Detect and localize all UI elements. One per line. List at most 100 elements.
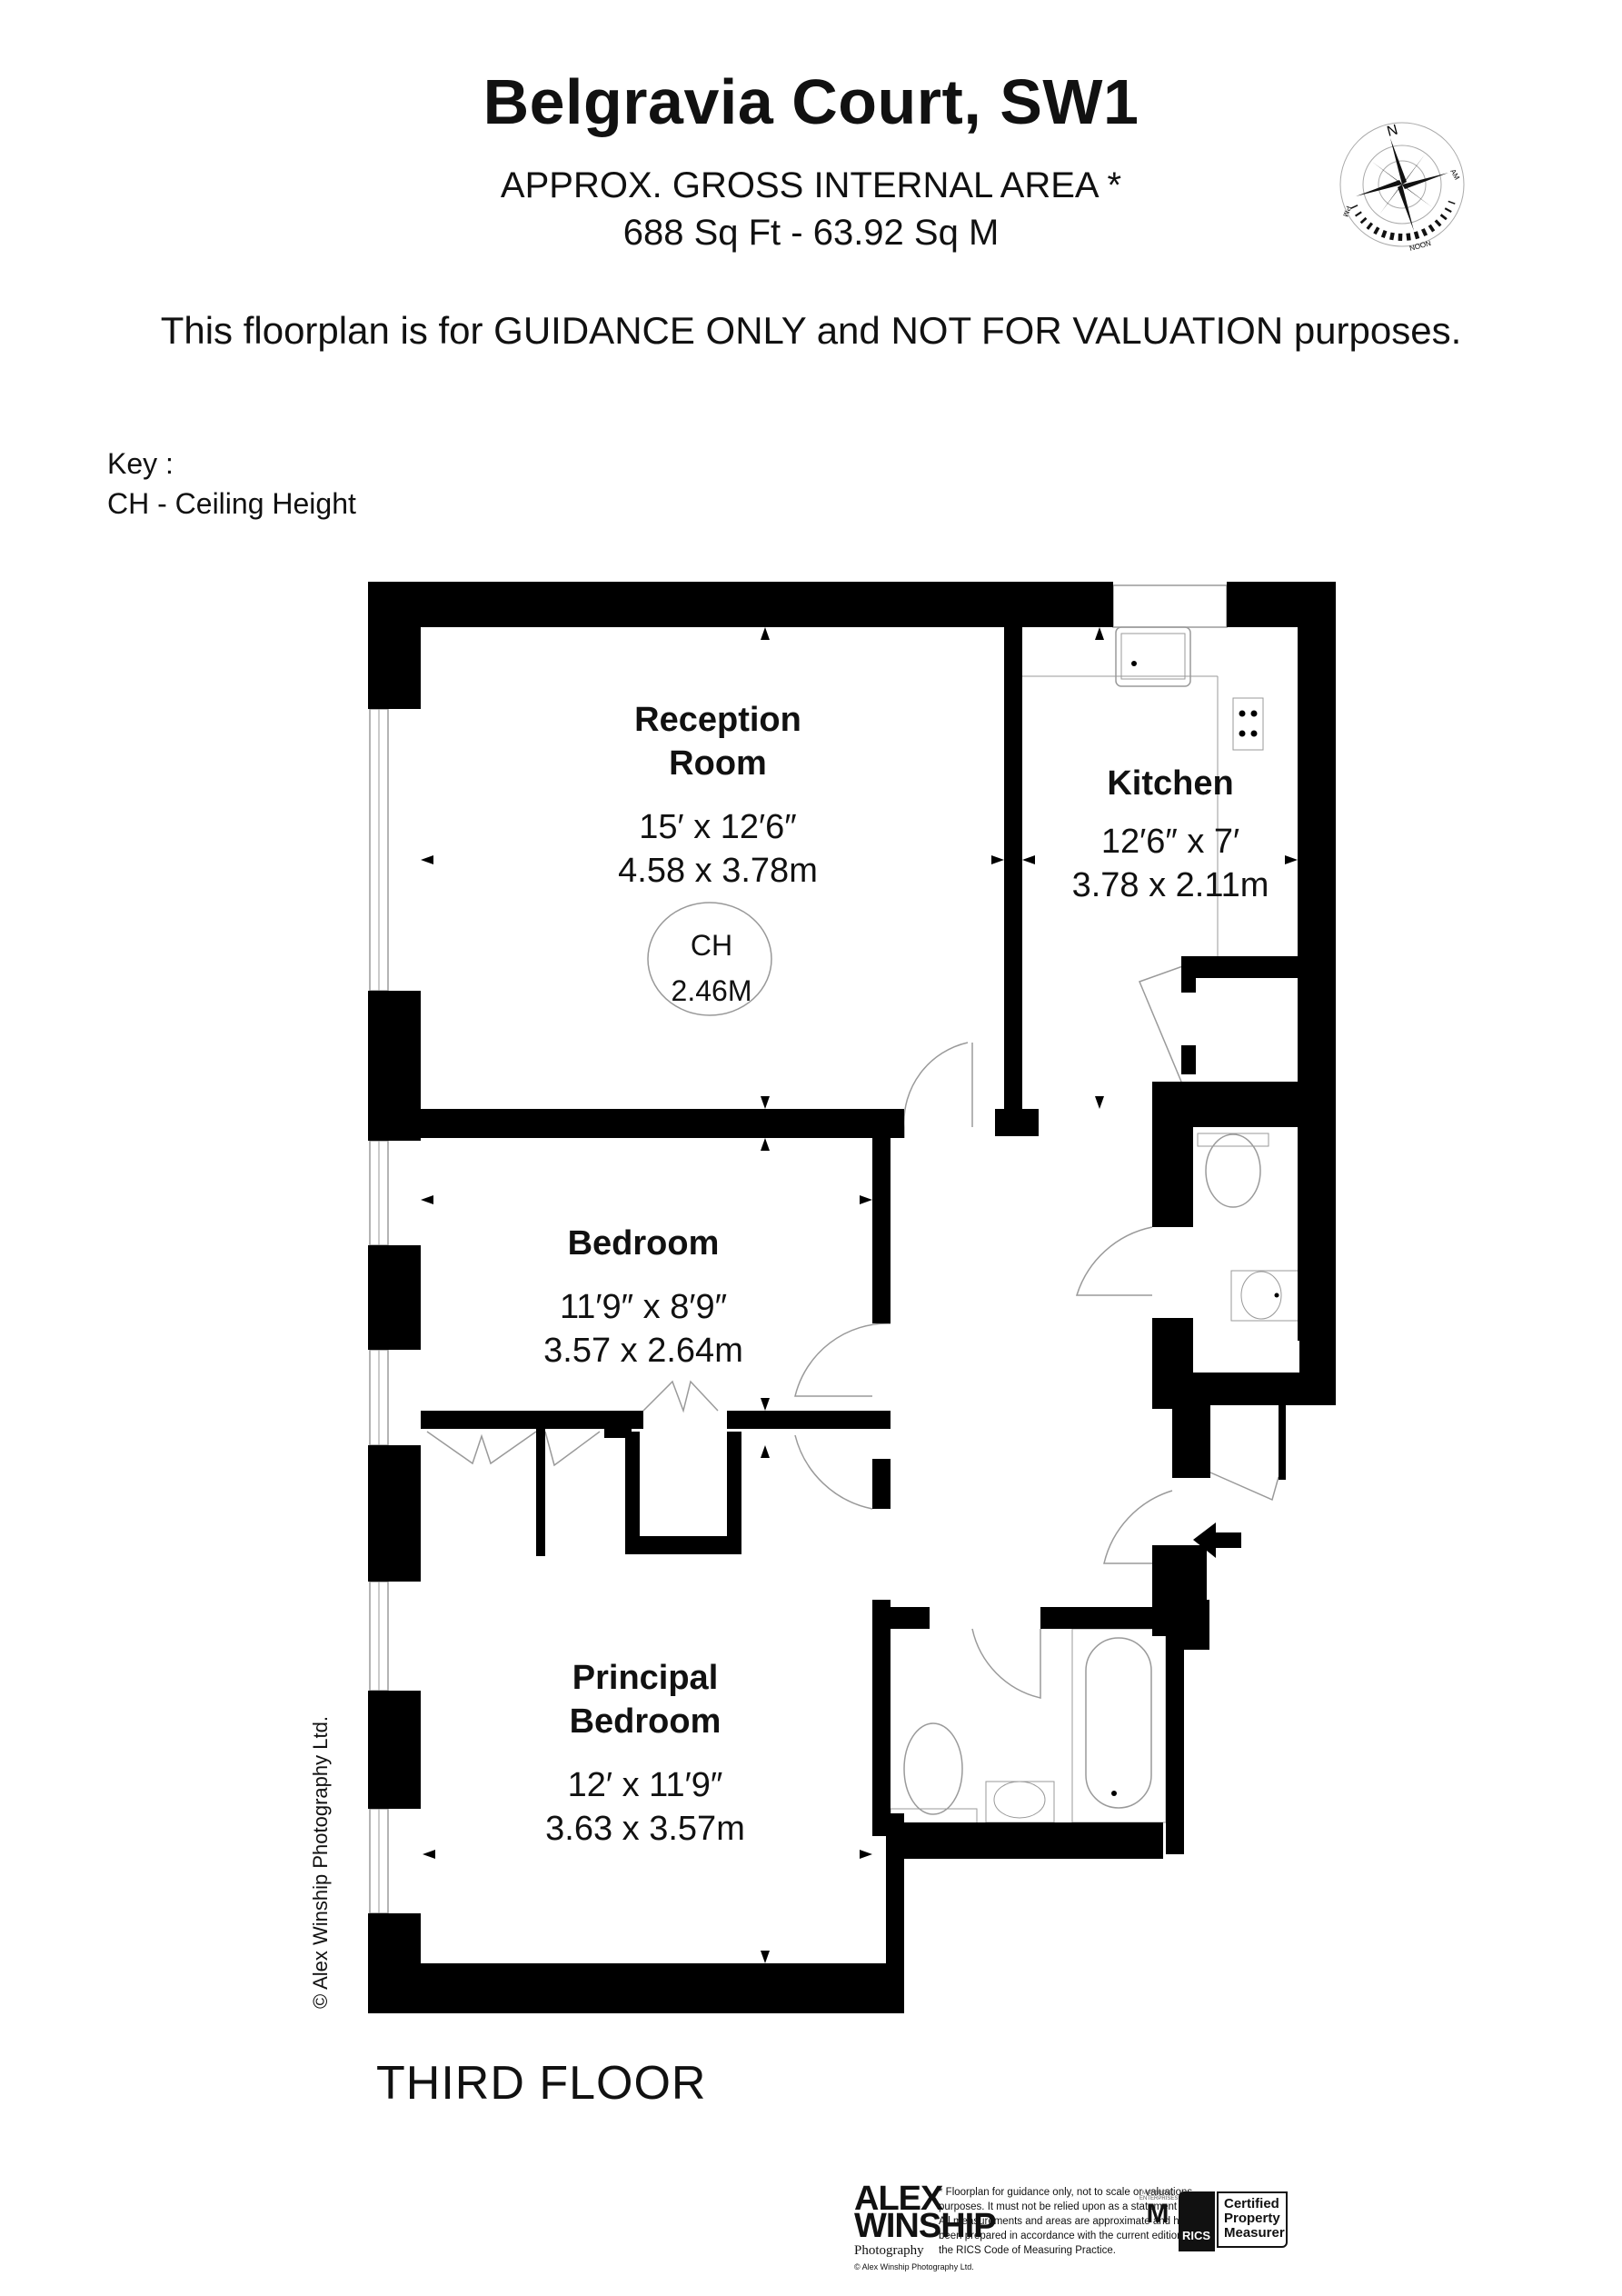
- sun-path-tick: [1350, 205, 1358, 209]
- ensuite-toilet-icon: [903, 1722, 963, 1815]
- maygrove-enterprises-logo: MAYGROVE ENTERPRISES M: [1139, 2191, 1179, 2229]
- walls-layer: [368, 582, 1336, 2013]
- reception-door-swing: [903, 1042, 969, 1138]
- wall-segment: [1181, 1045, 1196, 1074]
- wall-segment: [891, 1607, 930, 1629]
- dimension-arrow: [991, 855, 1004, 864]
- wall-segment: [368, 582, 1113, 627]
- wall-segment: [886, 1813, 904, 2013]
- wc-cupboard-door: [1209, 1472, 1279, 1502]
- room-dimensions-metric: 4.58 x 3.78m: [618, 852, 818, 890]
- sun-path-tick: [1420, 228, 1428, 237]
- hob-burner: [1239, 730, 1246, 737]
- room-dimensions-metric: 3.78 x 2.11m: [1071, 866, 1269, 904]
- sun-path-tick: [1448, 200, 1456, 205]
- guidance-disclaimer: This floorplan is for GUIDANCE ONLY and …: [160, 309, 1462, 352]
- door-swings-layer: [426, 963, 1279, 1699]
- dimension-arrow: [1095, 627, 1104, 640]
- wall-segment: [368, 1109, 904, 1138]
- ensuite-basin-unit: [985, 1781, 1055, 1823]
- legend-heading: Key :: [107, 447, 174, 480]
- entrance-door-swing: [1103, 1490, 1173, 1564]
- bathtub-icon: [1085, 1637, 1152, 1809]
- dimension-arrow: [761, 627, 770, 640]
- sun-path-tick: [1389, 232, 1395, 241]
- dimension-arrows-layer: [421, 627, 1298, 1963]
- sink-drain: [1131, 661, 1137, 666]
- area-label: APPROX. GROSS INTERNAL AREA *: [500, 165, 1122, 205]
- wall-segment: [1004, 623, 1022, 1127]
- room-dimensions-metric: 3.57 x 2.64m: [543, 1332, 743, 1370]
- rics-label: RICS: [1182, 2229, 1211, 2242]
- wall-segment: [1152, 1082, 1193, 1227]
- wardrobe-doors-2: [544, 1431, 601, 1467]
- rics-certification-text: Certified Property Measurer: [1217, 2191, 1288, 2248]
- cupboard-doors: [642, 1380, 719, 1413]
- wall-segment: [1279, 1405, 1286, 1480]
- wc-door-swing: [1075, 1226, 1153, 1296]
- wall-segment: [1152, 1545, 1207, 1636]
- dimension-arrow: [761, 1096, 770, 1109]
- legend-entry: CH - Ceiling Height: [107, 487, 356, 520]
- bath-drain: [1111, 1791, 1117, 1796]
- ensuite-door-swing: [971, 1628, 1041, 1699]
- wall-segment: [625, 1536, 741, 1554]
- kitchen-sink-icon: [1115, 626, 1191, 687]
- entrance-arrow-icon: [1193, 1522, 1241, 1558]
- sun-path-tick: [1428, 224, 1436, 233]
- rics-certified-badge: RICS Certified Property Measurer: [1179, 2191, 1360, 2253]
- wall-segment: [368, 582, 421, 709]
- room-label-kitchen: Kitchen 12′6″ x 7′ 3.78 x 2.11m: [1030, 762, 1311, 907]
- dimension-arrow: [423, 1850, 435, 1859]
- maygrove-line2: ENTERPRISES: [1139, 2196, 1179, 2201]
- kitchen-sink-basin: [1120, 633, 1186, 680]
- hob-icon: [1232, 697, 1264, 751]
- sun-path-tick: [1366, 222, 1374, 230]
- wall-segment: [421, 1411, 643, 1429]
- compass-pm-label: PM: [1341, 205, 1353, 218]
- room-dimensions-imperial: 12′ x 11′9″: [567, 1766, 723, 1804]
- principal-door-swing: [794, 1434, 873, 1510]
- dimension-arrow: [1095, 1096, 1104, 1109]
- wall-segment: [727, 1411, 891, 1429]
- maygrove-mark: M: [1146, 2199, 1169, 2229]
- ceiling-height-value: 2.46M: [671, 974, 752, 1007]
- wall-segment: [995, 1109, 1039, 1136]
- ceiling-height-label: CH 2.46M: [648, 923, 775, 1013]
- basin-drain: [1274, 1293, 1279, 1298]
- dimension-arrow: [761, 1445, 770, 1458]
- dimension-arrow: [860, 1195, 872, 1204]
- wall-segment: [368, 1245, 421, 1350]
- cistern: [1197, 1133, 1269, 1147]
- logo-subtitle: Photography: [854, 2243, 924, 2258]
- wall-segment: [1040, 1607, 1166, 1629]
- wall-segment: [368, 1445, 421, 1582]
- bedroom-door-swing: [794, 1323, 891, 1397]
- room-dimensions-metric: 3.63 x 3.57m: [545, 1810, 745, 1848]
- logo-line2: WINSHIP: [854, 2207, 997, 2245]
- wall-segment: [1166, 1645, 1184, 1854]
- hob-burner: [1250, 710, 1258, 717]
- dimension-arrow: [860, 1850, 872, 1859]
- sun-path-tick: [1406, 233, 1411, 241]
- hob-burner: [1239, 710, 1246, 717]
- wall-segment: [872, 1459, 891, 1509]
- room-dimensions-imperial: 11′9″ x 8′9″: [559, 1288, 728, 1326]
- room-name: Principal: [572, 1659, 719, 1697]
- room-name-line2: Bedroom: [569, 1702, 721, 1741]
- sun-path-tick: [1439, 214, 1448, 221]
- sun-path-tick: [1373, 226, 1380, 235]
- wall-segment: [727, 1432, 741, 1550]
- room-label-principal-bedroom: Principal Bedroom 12′ x 11′9″ 3.63 x 3.5…: [491, 1656, 800, 1851]
- sun-path-tick: [1355, 211, 1362, 217]
- wall-segment: [891, 1822, 1163, 1859]
- sun-path-tick: [1444, 207, 1452, 213]
- sun-path-tick: [1380, 230, 1388, 238]
- compass-north-label: N: [1386, 122, 1400, 139]
- ceiling-height-marker: [647, 902, 772, 1016]
- dimension-arrow: [761, 1398, 770, 1411]
- maygrove-line1: MAYGROVE: [1141, 2191, 1174, 2196]
- wall-segment: [872, 1123, 891, 1323]
- sun-path-tick: [1413, 231, 1420, 240]
